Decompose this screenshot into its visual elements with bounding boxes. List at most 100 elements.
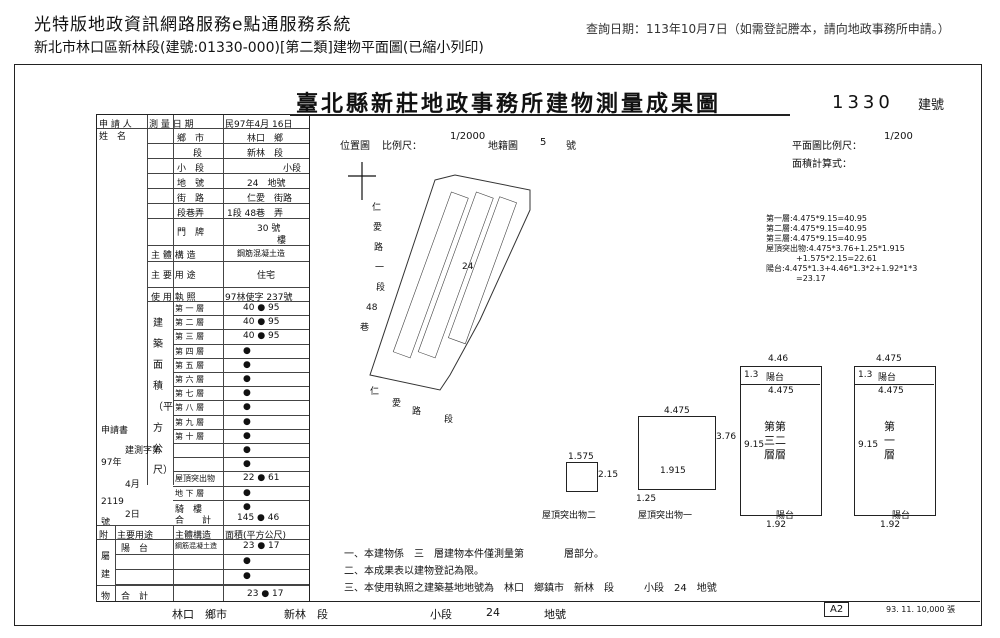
roof1-dim-small: 1.915 <box>660 466 686 476</box>
map-number: 5 <box>540 137 547 148</box>
map-street-char: 路 <box>374 243 384 253</box>
application-side-text: 建測字第 <box>125 446 162 456</box>
floor-row <box>173 428 309 430</box>
title-underline <box>290 114 790 116</box>
b23-label: 第第三二層層 <box>764 420 786 461</box>
lot: 24 地號 <box>247 179 286 189</box>
annex-side-2: 建 <box>101 570 111 580</box>
floor-label: 第 十 層 <box>175 431 205 441</box>
floor-2-3-balcony-top <box>740 366 820 385</box>
b23-bottom-balcony: 陽台 <box>776 511 795 521</box>
application-side-text: 97年 <box>101 458 122 468</box>
annex-total-label: 合 計 <box>121 592 149 602</box>
annex-area: ● <box>243 571 251 581</box>
area-calc-line: 屋頂突出物:4.475*3.76+1.25*1.915 <box>766 244 905 253</box>
b1-side: 9.15 <box>858 440 879 450</box>
map-street-char: 愛 <box>373 223 383 233</box>
floor-area: 22 ● 61 <box>243 473 280 484</box>
sheet-size: A2 <box>824 602 850 617</box>
map-street-char: 一 <box>375 263 385 273</box>
total-label: 合 計 <box>175 516 212 526</box>
footer-lot-label: 地號 <box>544 608 566 621</box>
floor-label: 第 七 層 <box>175 389 205 399</box>
survey-date: 民97年4月 16日 <box>225 120 293 130</box>
b1-bottom-dim: 1.92 <box>880 520 901 530</box>
roof1-dim-top: 4.475 <box>664 406 690 416</box>
floor-row <box>173 315 309 317</box>
city: 林口 鄉 <box>247 134 284 144</box>
floor-label: 第 八 層 <box>175 403 205 413</box>
document-frame <box>14 64 982 626</box>
map-lot-number: 24 <box>462 262 474 272</box>
map-bottom-street-3: 路 <box>412 407 422 417</box>
door-floor: 樓 <box>277 236 287 246</box>
floor-1-balcony-top <box>854 366 934 385</box>
application-side-text: 2日 <box>125 510 140 520</box>
b1-label: 第一層 <box>884 420 895 461</box>
note-line: 三、本使用執照之建築基地地號為 林口 鄉鎮市 新林 段 小段 24 地號 <box>344 583 717 594</box>
annex-area: ● <box>243 556 251 566</box>
floor-row <box>173 457 309 459</box>
floor-area: ● <box>243 345 251 356</box>
floor-row <box>173 301 309 302</box>
city-label: 鄉 市 <box>177 134 205 144</box>
street-label: 街 路 <box>177 194 205 204</box>
area-calc-line: 陽台:4.475*1.3+4.46*1.3*2+1.92*1*3 <box>766 264 918 273</box>
b23-side: 9.15 <box>744 440 765 450</box>
floor-label: 第 三 層 <box>175 332 205 342</box>
position-scale: 1/2000 <box>450 131 486 142</box>
annex-use: 陽 台 <box>121 544 149 554</box>
position-map <box>348 162 531 391</box>
annex-struct: 鋼筋混凝土造 <box>175 542 217 550</box>
system-title: 光特版地政資訊網路服務e點通服務系統 <box>34 15 352 35</box>
footer-bar: 林口 鄉市 新林 段 小段 24 地號 93. 11. 10,000 張 <box>96 601 980 624</box>
annex-side-3: 物 <box>101 592 111 602</box>
map-street-char: 段 <box>376 283 386 293</box>
permit: 97林使字 237號 <box>225 293 293 303</box>
applicant-label: 申 請 人 <box>99 120 132 130</box>
floor-row <box>173 485 309 487</box>
floor-row <box>173 499 309 501</box>
floor-area: ● <box>243 416 251 427</box>
footer-subsection: 小段 <box>430 608 452 621</box>
build-number: 1330 <box>832 92 894 113</box>
floor-label: 第 九 層 <box>175 417 205 427</box>
floor-area: ● <box>243 359 251 370</box>
floor-row <box>173 372 309 373</box>
roof1-label: 屋頂突出物一 <box>638 511 693 521</box>
floor-2-3-outline <box>740 366 822 516</box>
annex-col-3: 主體構造 <box>175 531 212 541</box>
b23-1-3: 1.3 <box>744 370 759 380</box>
lane: 1段 48巷 弄 <box>227 209 284 219</box>
floor-area: 40 ● 95 <box>243 331 280 342</box>
b1-top-dim: 4.475 <box>876 354 902 364</box>
b23-width: 4.475 <box>768 386 794 396</box>
floor-label: 第 二 層 <box>175 318 205 328</box>
floor-area: ● <box>243 374 251 384</box>
floor-row <box>173 343 309 345</box>
door-number: 30 號 <box>257 224 281 234</box>
map-street-char: 48 <box>366 303 378 313</box>
floor-label: 地 下 層 <box>175 488 205 498</box>
lane-label: 段巷弄 <box>177 209 205 219</box>
street: 仁愛 街路 <box>247 194 293 204</box>
annex-col-2: 主要用途 <box>117 531 154 541</box>
plan-scale-label: 平面圖比例尺： <box>792 141 862 152</box>
b1-bottom-balcony: 陽台 <box>892 511 911 521</box>
floor-1-outline <box>854 366 936 516</box>
area-calc-line: =23.17 <box>796 274 826 283</box>
section-label: 段 <box>193 149 203 159</box>
annex-col-1: 附 <box>99 531 109 541</box>
map-street-char: 巷 <box>360 323 370 333</box>
location-line: 新北市林口區新林段(建號:01330-000)[第二類]建物平面圖(已縮小列印) <box>34 40 484 56</box>
lot-label: 地 號 <box>177 179 205 189</box>
floor-label: 騎 樓 <box>175 504 203 515</box>
footer-lot: 24 <box>486 606 500 619</box>
subsection-label: 小 段 <box>177 164 205 174</box>
area-calc-line: +1.575*2.15=22.61 <box>796 254 878 263</box>
name-label: 姓 名 <box>99 132 127 142</box>
survey-date-label: 測 量 日 期 <box>149 120 194 130</box>
floor-label: 第 五 層 <box>175 360 205 370</box>
footer-print: 93. 11. 10,000 張 <box>886 605 956 614</box>
